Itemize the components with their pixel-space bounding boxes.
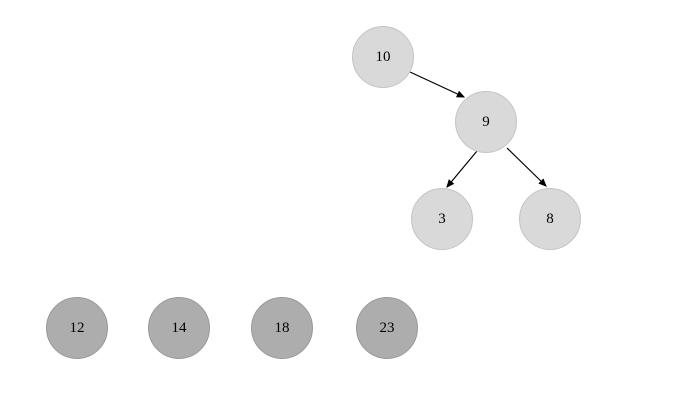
- node-label: 9: [482, 113, 490, 130]
- tree-node-3[interactable]: 3: [411, 188, 473, 250]
- node-label: 14: [171, 319, 187, 336]
- node-label: 23: [379, 319, 395, 336]
- free-node-18[interactable]: 18: [251, 297, 313, 359]
- tree-node-10[interactable]: 10: [352, 26, 414, 88]
- tree-node-9[interactable]: 9: [455, 91, 517, 153]
- node-label: 8: [546, 210, 554, 227]
- tree-node-8[interactable]: 8: [519, 188, 581, 250]
- node-label: 12: [69, 319, 85, 336]
- tree-edge-n10-to-n9: [409, 71, 466, 98]
- tree-edge-n9-to-n3: [446, 150, 478, 188]
- free-node-23[interactable]: 23: [356, 297, 418, 359]
- tree-edge-n9-to-n8: [506, 147, 547, 187]
- node-label: 3: [438, 210, 446, 227]
- node-label: 10: [375, 48, 391, 65]
- node-label: 18: [274, 319, 290, 336]
- free-node-14[interactable]: 14: [148, 297, 210, 359]
- free-node-12[interactable]: 12: [46, 297, 108, 359]
